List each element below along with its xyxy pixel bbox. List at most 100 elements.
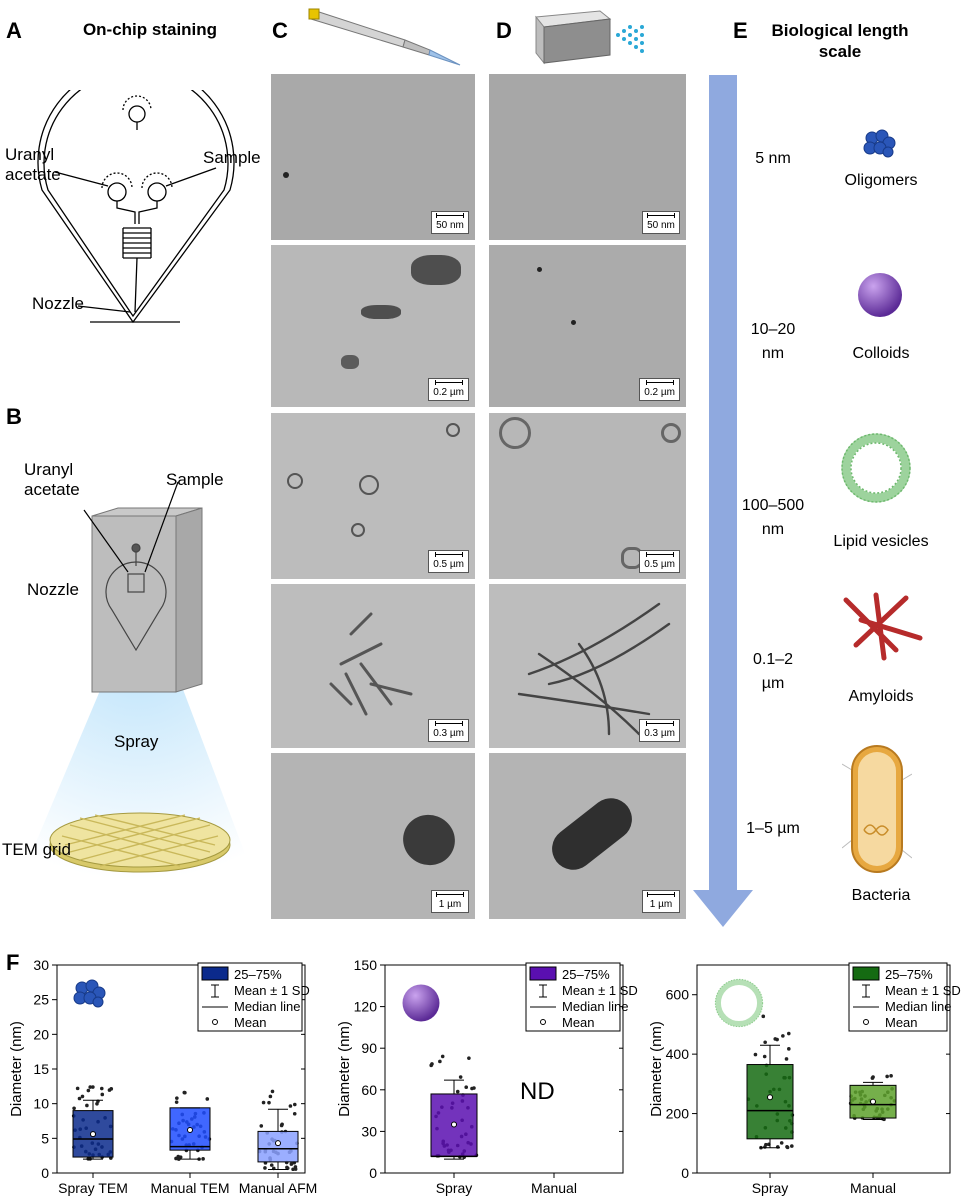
- data-point: [430, 1062, 434, 1066]
- data-point: [269, 1163, 274, 1167]
- y-tick-label: 0: [681, 1165, 689, 1181]
- scale-bar-d3: 0.5 µm: [639, 550, 680, 573]
- y-axis-label: Diameter (nm): [8, 1021, 25, 1117]
- length-scale-arrow: [693, 75, 753, 927]
- data-point: [109, 1087, 114, 1091]
- legend-box-swatch: [529, 966, 557, 981]
- data-point: [95, 1101, 99, 1106]
- panel-e-label: E: [733, 18, 748, 43]
- x-tick-label: Manual TEM: [150, 1180, 229, 1196]
- bio-name-amyloids: Amyloids: [848, 688, 914, 705]
- legend-sd-label: Mean ± 1 SD: [562, 983, 638, 998]
- y-tick-label: 5: [41, 1130, 49, 1146]
- legend-mean-swatch: [212, 1019, 218, 1025]
- not-determined-label: ND: [520, 1078, 555, 1105]
- data-point: [85, 1103, 89, 1108]
- data-point: [781, 1034, 785, 1038]
- tem-image-c-bacteria: 1 µm: [271, 753, 475, 919]
- data-point: [72, 1106, 76, 1111]
- box-iqr: [257, 1130, 299, 1163]
- data-point: [438, 1059, 442, 1064]
- data-point: [176, 1157, 181, 1161]
- legend-median-label: Median line: [885, 999, 952, 1014]
- data-point: [175, 1096, 179, 1100]
- panel-f-label: F: [6, 950, 20, 975]
- tem-image-d-vesicles: 0.5 µm: [489, 413, 686, 579]
- data-point: [291, 1167, 295, 1172]
- data-point: [270, 1089, 275, 1094]
- chart-vesicle-icon: [714, 978, 764, 1028]
- tem-image-c-amyloids: 0.3 µm: [271, 584, 475, 748]
- panel-b-grid-label: TEM grid: [2, 840, 71, 859]
- y-tick-label: 10: [33, 1096, 49, 1112]
- chip-schematic: [37, 90, 235, 324]
- y-tick-label: 90: [361, 1040, 377, 1056]
- data-point: [464, 1085, 469, 1090]
- data-point: [289, 1162, 294, 1166]
- data-point: [183, 1090, 187, 1095]
- y-tick-label: 0: [369, 1165, 377, 1181]
- y-tick-label: 60: [361, 1082, 377, 1098]
- data-point: [75, 1086, 80, 1091]
- data-point: [467, 1056, 471, 1060]
- legend-sd-label: Mean ± 1 SD: [234, 983, 310, 998]
- mean-marker: [187, 1127, 193, 1134]
- data-point: [763, 1040, 767, 1045]
- legend-mean-swatch: [540, 1019, 546, 1025]
- data-point: [91, 1085, 95, 1089]
- panel-b-label: B: [6, 404, 22, 429]
- panel-a-sample-label: Sample: [203, 148, 261, 167]
- data-point: [279, 1123, 284, 1128]
- data-point: [761, 1014, 766, 1019]
- y-tick-label: 120: [354, 999, 378, 1015]
- chart-colloid-icon: [402, 984, 440, 1022]
- data-point: [268, 1094, 273, 1099]
- oligomer-icon: [863, 129, 896, 158]
- data-point: [259, 1124, 264, 1128]
- x-tick-label: Spray: [436, 1180, 473, 1196]
- y-axis-label: Diameter (nm): [336, 1021, 353, 1117]
- data-point: [790, 1144, 794, 1148]
- data-point: [889, 1074, 893, 1078]
- y-tick-label: 30: [361, 1123, 377, 1139]
- data-point: [773, 1037, 778, 1041]
- scale-bar-c1: 50 nm: [431, 211, 469, 234]
- y-tick-label: 15: [33, 1061, 49, 1077]
- bacteria-icon: [842, 745, 912, 873]
- legend-box-swatch: [852, 966, 880, 981]
- data-point: [80, 1094, 85, 1099]
- legend-mean-label: Mean: [234, 1015, 267, 1030]
- tem-image-d-amyloids: 0.3 µm: [489, 584, 686, 748]
- scale-bar-d4: 0.3 µm: [639, 719, 680, 742]
- data-point: [885, 1074, 889, 1079]
- panel-b-spray-label: Spray: [114, 732, 159, 751]
- y-tick-label: 30: [33, 957, 49, 973]
- tem-image-d-bacteria: 1 µm: [489, 753, 686, 919]
- scale-bar-c2: 0.2 µm: [428, 378, 469, 401]
- pipette-icon: [308, 8, 461, 66]
- x-tick-label: Spray TEM: [58, 1180, 128, 1196]
- data-point: [470, 1086, 474, 1091]
- colloid-icon: [858, 273, 902, 317]
- scale-bar-d5: 1 µm: [642, 890, 680, 913]
- y-tick-label: 20: [33, 1026, 49, 1042]
- y-tick-label: 600: [666, 987, 690, 1003]
- legend-median-label: Median line: [234, 999, 301, 1014]
- data-point: [779, 1141, 784, 1145]
- data-point: [263, 1166, 267, 1170]
- data-point: [292, 1102, 297, 1107]
- x-tick-label: Manual AFM: [239, 1180, 318, 1196]
- data-point: [458, 1075, 463, 1079]
- plot-frame: [696, 964, 951, 1174]
- data-point: [787, 1047, 791, 1051]
- bio-name-oligomers: Oligomers: [844, 172, 918, 189]
- data-point: [267, 1100, 271, 1105]
- panel-c-label: C: [272, 18, 288, 43]
- data-point: [288, 1104, 293, 1108]
- mean-marker: [767, 1094, 773, 1101]
- bio-name-bacteria: Bacteria: [851, 887, 911, 904]
